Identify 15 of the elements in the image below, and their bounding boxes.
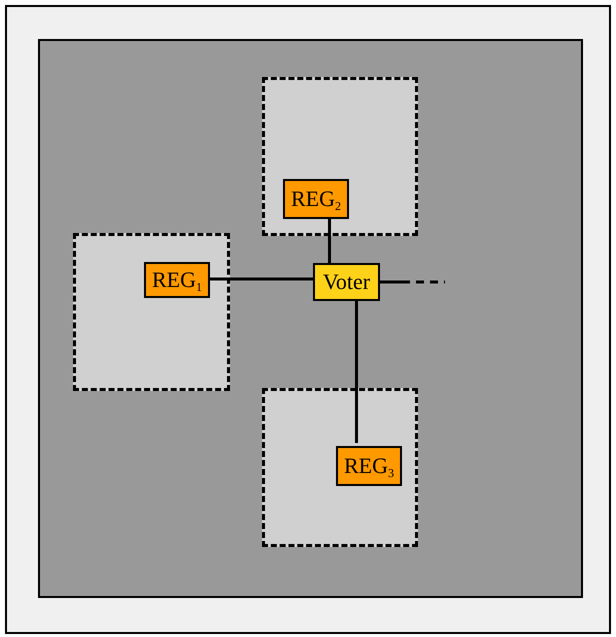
box-label: Voter	[322, 271, 370, 293]
register-box	[144, 262, 210, 298]
connector-line	[355, 301, 358, 443]
connector-line	[380, 280, 445, 284]
register-box	[336, 446, 402, 486]
dashed-region	[73, 233, 230, 391]
box-label: REG$_{1}$	[152, 269, 202, 291]
outer-frame	[5, 5, 611, 634]
voter-box	[313, 263, 380, 301]
register-box	[283, 179, 349, 219]
dashed-region	[262, 388, 418, 547]
dashed-region	[262, 77, 418, 236]
box-label: REG$_{3}$	[344, 455, 394, 477]
box-label: REG$_{2}$	[290, 188, 342, 210]
inner-panel	[38, 39, 583, 598]
